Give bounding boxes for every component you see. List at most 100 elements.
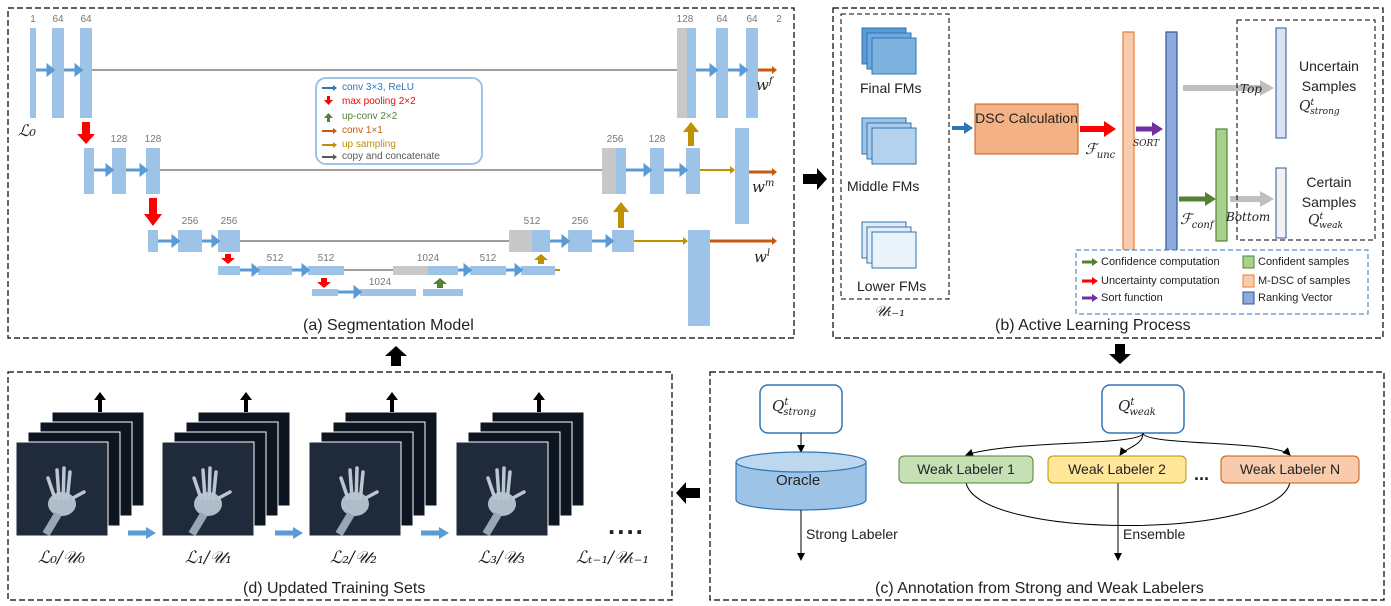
panel-d-frame xyxy=(7,371,673,601)
top-arrow xyxy=(1183,80,1274,96)
confident-vector xyxy=(1215,128,1228,242)
q-strong-box-label: Qtstrong xyxy=(772,397,817,418)
strong-labeler-label: Strong Labeler xyxy=(806,526,898,542)
panel-c-frame xyxy=(709,371,1385,601)
sort-label: SORT xyxy=(1133,139,1160,149)
image-stack xyxy=(15,411,145,537)
weak-labeler-1: Weak Labeler 1 xyxy=(917,461,1015,477)
final-fms-stack xyxy=(861,27,917,75)
set-label-1: ℒ₁/𝒰₁ xyxy=(185,548,232,568)
f-unc-label: ℱunc xyxy=(1085,140,1116,161)
al-legend-icons xyxy=(1082,255,1255,305)
training-flow-arrows xyxy=(128,527,449,539)
unet-blocks xyxy=(30,28,758,326)
image-stack xyxy=(308,411,438,537)
dsc-label-1: DSC Calculation xyxy=(975,110,1078,127)
legend-upsampling: up sampling xyxy=(342,139,396,150)
certain-vector xyxy=(1275,167,1287,239)
conf-arrow xyxy=(1179,192,1216,206)
dsc-box xyxy=(974,103,1079,155)
pool-frame xyxy=(840,13,950,300)
legend-conv: conv 3×3, ReLU xyxy=(342,82,414,93)
ch-2: 2 xyxy=(776,14,782,25)
copy-concat-lines xyxy=(92,69,677,271)
up-arrows-panel-d xyxy=(94,392,545,412)
input-label: ℒ₀ xyxy=(18,121,36,140)
ch-1024b: 1024 xyxy=(416,253,440,264)
unet-legend-box xyxy=(315,77,483,165)
panel-a-frame xyxy=(7,7,795,339)
set-label-4: ℒₜ₋₁/𝒰ₜ₋₁ xyxy=(576,548,650,568)
hand-xray-icon xyxy=(188,466,232,537)
al-legend-unc: Uncertainty computation xyxy=(1101,275,1220,287)
ch-1024a: 1024 xyxy=(368,277,392,288)
ch-256d: 256 xyxy=(606,134,624,145)
weak-labeler-1-box xyxy=(898,455,1034,484)
panel-b-frame xyxy=(832,7,1384,339)
ensemble-label: Ensemble xyxy=(1123,526,1186,542)
weak-ellipsis: ... xyxy=(1194,464,1210,484)
hand-xray-icon xyxy=(42,466,86,537)
dsc-label: DSC Calculation xyxy=(975,110,1078,126)
q-strong-label-b: Qtstrong xyxy=(1299,98,1340,118)
ch-256b: 256 xyxy=(220,216,238,227)
lower-fms-stack xyxy=(861,221,917,269)
ch-64c: 64 xyxy=(716,14,728,25)
pool-label: 𝒰ₜ₋₁ xyxy=(874,302,906,320)
conv-arrows xyxy=(36,62,749,300)
q-weak-box-label: Qtweak xyxy=(1118,397,1156,418)
ch-1: 1 xyxy=(30,14,36,25)
panel-c-caption: (c) Annotation from Strong and Weak Labe… xyxy=(875,580,1204,597)
al-legend-ranking: Ranking Vector xyxy=(1258,292,1333,304)
al-legend-confident: Confident samples xyxy=(1258,256,1350,268)
legend-upconv: up-conv 2×2 xyxy=(342,111,398,122)
upsampling-arrows xyxy=(534,122,735,271)
uncertain-label: Uncertain Samples xyxy=(1299,58,1359,94)
maxpool-arrows xyxy=(77,122,331,288)
panel-d-caption: (d) Updated Training Sets xyxy=(243,580,426,597)
legend-maxpool: max pooling 2×2 xyxy=(342,96,416,107)
q-weak-label-b: Qtweak xyxy=(1308,212,1343,232)
ch-64a: 64 xyxy=(52,14,64,25)
al-legend-sort: Sort function xyxy=(1101,292,1163,304)
set-label-2: ℒ₂/𝒰₂ xyxy=(330,548,377,568)
arrow-d-to-a xyxy=(385,346,407,366)
output-wm: wm xyxy=(752,178,775,196)
arrow-b-to-c xyxy=(1109,344,1131,364)
conv1x1-arrows xyxy=(710,66,777,245)
ch-512b: 512 xyxy=(317,253,335,264)
panel-a-caption: (a) Segmentation Model xyxy=(303,317,474,334)
hand-xray-icon xyxy=(482,466,526,537)
certain-label: Certain Samples xyxy=(1301,174,1357,210)
image-stack xyxy=(455,411,585,537)
arrow-c-to-d xyxy=(676,482,700,504)
ch-512d: 512 xyxy=(523,216,541,227)
ch-64d: 64 xyxy=(746,14,758,25)
set-label-0: ℒ₀/𝒰₀ xyxy=(38,548,85,568)
bottom-arrow xyxy=(1230,191,1274,207)
hand-xray-icon xyxy=(335,466,379,537)
ch-256c: 256 xyxy=(571,216,589,227)
ch-512a: 512 xyxy=(266,253,284,264)
ch-128a: 128 xyxy=(110,134,128,145)
top-label: Top xyxy=(1240,82,1262,96)
weak-labeler-n-box xyxy=(1220,455,1360,484)
middle-fms-label: Middle FMs xyxy=(847,178,920,194)
ch-256a: 256 xyxy=(181,216,199,227)
uncertain-vector xyxy=(1275,27,1287,139)
final-fms-label: Final FMs xyxy=(860,80,922,96)
output-wf: wf xyxy=(756,76,773,94)
ch-512c: 512 xyxy=(479,253,497,264)
unc-arrow xyxy=(1080,121,1116,137)
oracle-label: Oracle xyxy=(776,472,821,489)
selection-frame xyxy=(1236,19,1376,241)
weak-fanout xyxy=(965,432,1291,526)
middle-fms-stack xyxy=(861,117,917,165)
f-conf-label: ℱconf xyxy=(1180,210,1214,231)
ch-64b: 64 xyxy=(80,14,92,25)
fm-to-dsc-arrow xyxy=(952,122,973,134)
ch-128d: 128 xyxy=(676,14,694,25)
al-legend-conf: Confidence computation xyxy=(1101,256,1220,268)
weak-labeler-2: Weak Labeler 2 xyxy=(1068,461,1166,477)
